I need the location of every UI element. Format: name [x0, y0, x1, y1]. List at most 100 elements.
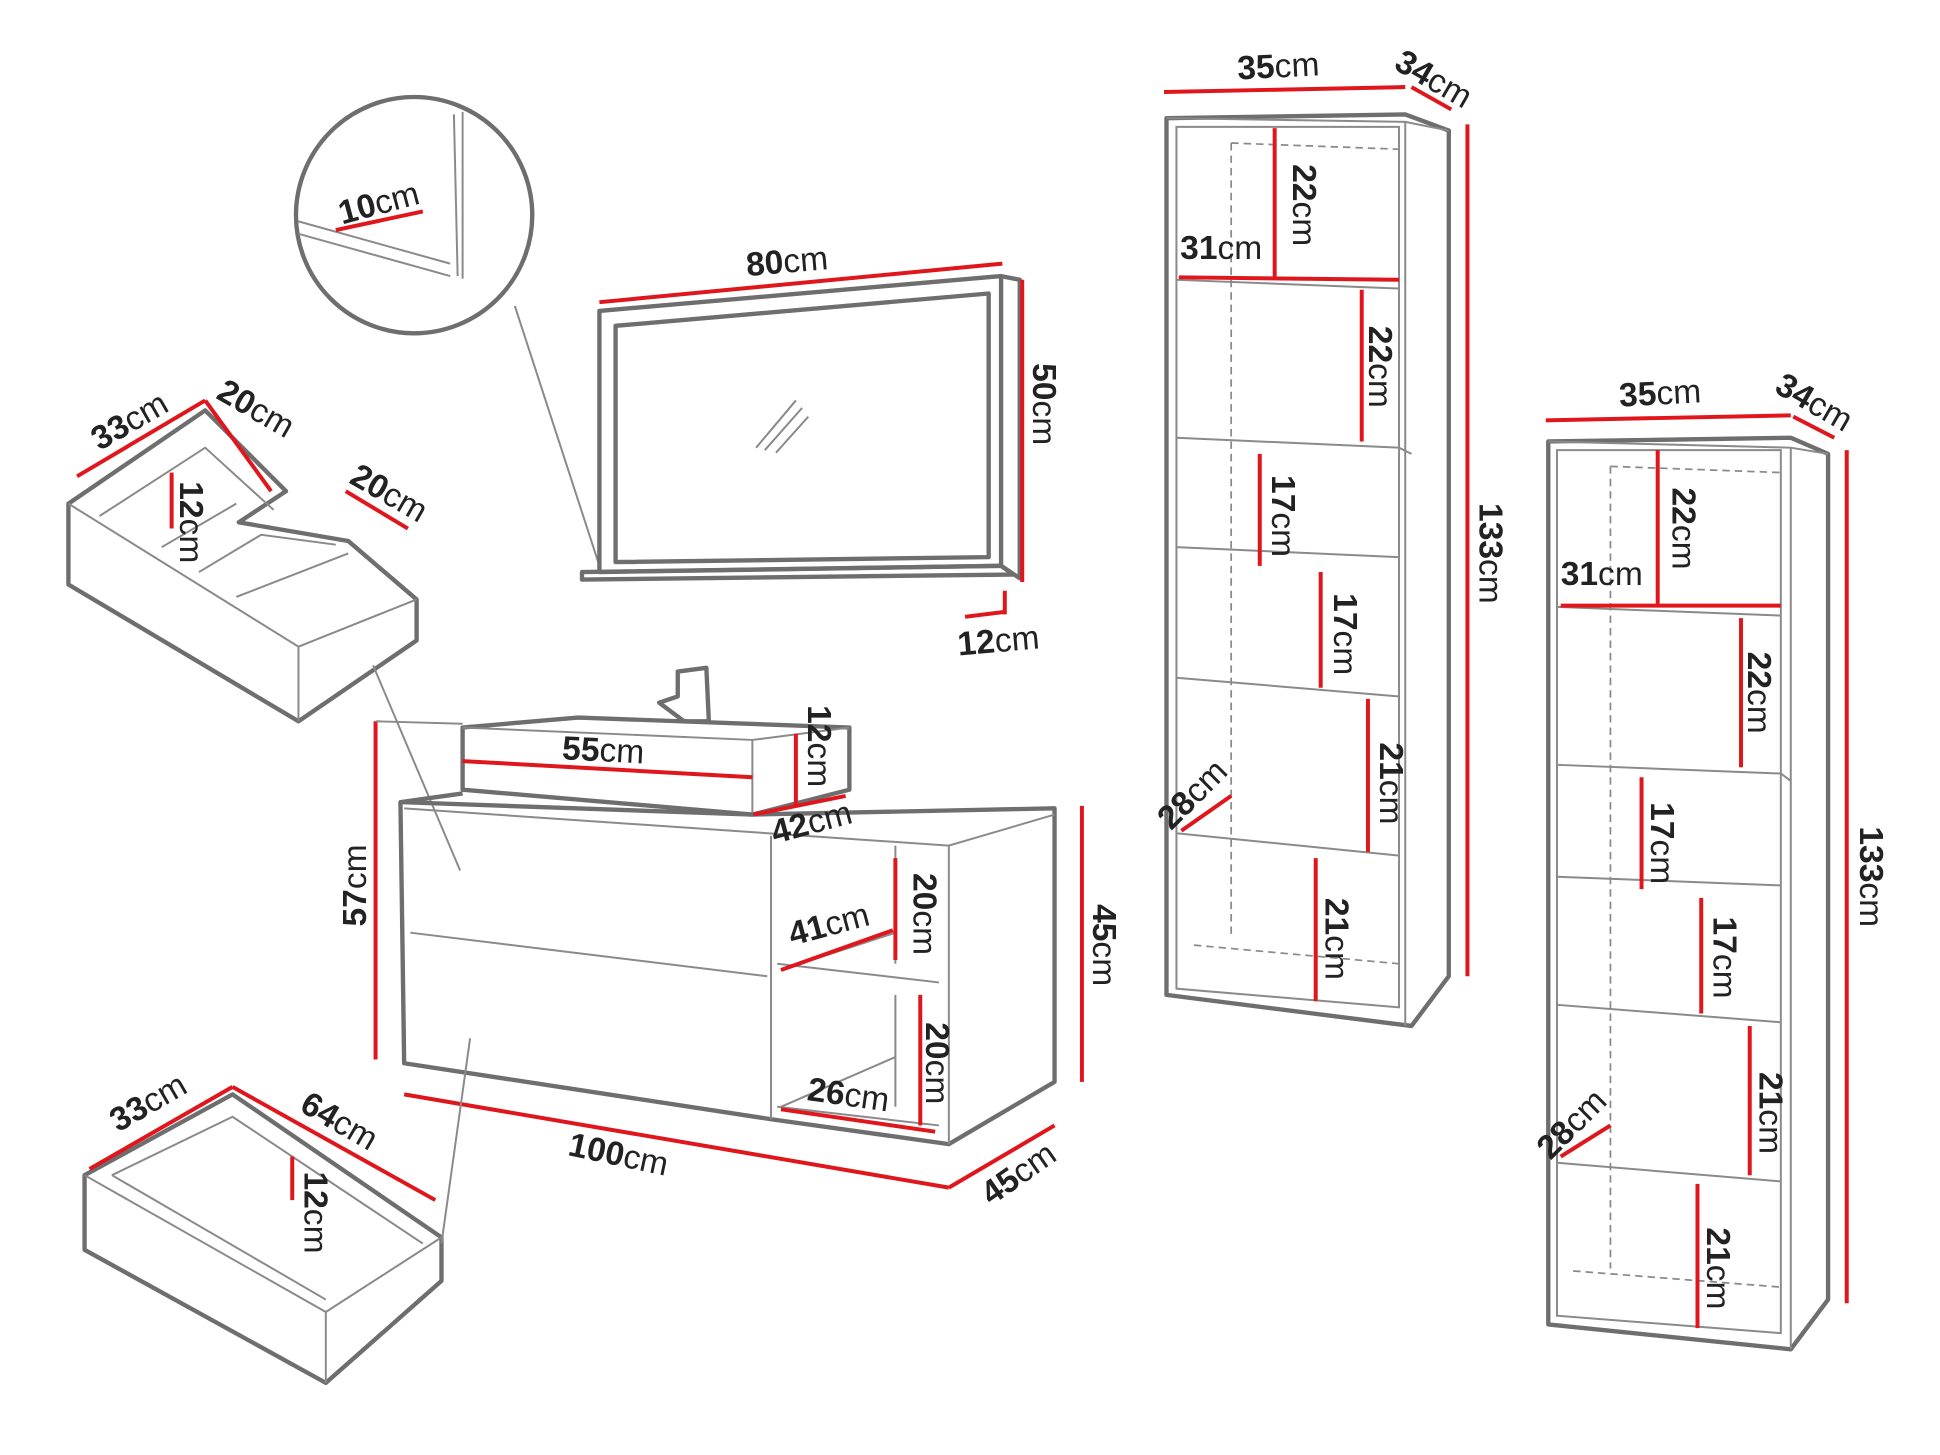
dimension-label-vanity-height: 57cm [337, 844, 374, 926]
dimension-label-vanity-compartment-width: 26cm [805, 1071, 891, 1119]
dimension-value: 20 [906, 873, 943, 910]
dimension-unit: cm [1643, 839, 1680, 884]
dimension-unit: cm [297, 1209, 334, 1254]
dimension-label-tall1-shelf-width: 31cm [1180, 230, 1262, 267]
dimension-unit: cm [599, 732, 646, 771]
dimension-value: 57 [337, 889, 374, 926]
dimension-unit: cm [821, 896, 874, 943]
large-drawer [82, 1038, 472, 1386]
dimension-unit: cm [918, 1060, 955, 1105]
dimension-value: 31 [1561, 556, 1598, 593]
dimension-unit: cm [842, 1076, 891, 1119]
dimension-label-tall1-height: 133cm [1472, 503, 1509, 604]
dimension-label-mirror-width: 80cm [745, 240, 830, 284]
dimension-value: 22 [1361, 326, 1398, 363]
vanity-unit [373, 665, 1084, 1190]
dimension-unit: cm [1317, 935, 1354, 980]
dimension-label-tall1-depth: 34cm [1389, 43, 1479, 116]
dimension-value: 17 [1643, 802, 1680, 839]
dimension-unit: cm [1218, 230, 1263, 267]
dimension-label-vanity-width: 100cm [565, 1126, 671, 1183]
dimension-label-sink-depth: 42cm [767, 794, 856, 851]
dimension-label-tall1-width: 35cm [1236, 46, 1320, 87]
dimension-value: 21 [1317, 898, 1354, 935]
tall-cabinet-left [1163, 85, 1470, 1029]
dimension-label-tall2-shelf4: 17cm [1705, 917, 1742, 999]
dimension-label-bottom-drawer-depth: 33cm [104, 1066, 194, 1139]
dimension-value: 100 [565, 1126, 627, 1174]
mirror [579, 261, 1025, 619]
dimension-value: 26 [805, 1071, 847, 1113]
dimension-unit: cm [1361, 363, 1398, 408]
dimension-label-tall2-shelf3: 17cm [1643, 802, 1680, 884]
dimension-label-tall2-shelf2: 22cm [1740, 652, 1777, 734]
dimension-unit: cm [1664, 525, 1701, 570]
dimension-value: 17 [1705, 917, 1742, 954]
dimension-value: 133 [1852, 826, 1889, 882]
dimension-label-tall2-width: 35cm [1618, 373, 1702, 414]
dimension-label-tall2-inner-depth: 28cm [1530, 1082, 1614, 1166]
dimension-label-tall2-shelf5: 21cm [1752, 1072, 1789, 1154]
dimension-value: 35 [1618, 376, 1657, 415]
dimension-label-sink-height: 12cm [800, 705, 837, 787]
dimension-label-mirror-shelf: 12cm [956, 619, 1041, 663]
dimension-unit: cm [1025, 400, 1062, 445]
dimension-value: 22 [1740, 652, 1777, 689]
dimension-unit: cm [371, 175, 424, 222]
dimension-unit: cm [1326, 631, 1363, 676]
dimension-value: 45 [1085, 904, 1122, 941]
dimension-label-tall1-shelf6: 21cm [1317, 898, 1354, 980]
dimension-value: 21 [1699, 1227, 1736, 1264]
dimension-value: 55 [561, 730, 600, 769]
dimension-unit: cm [172, 519, 209, 564]
dimension-unit: cm [782, 240, 830, 281]
dimension-unit: cm [1699, 1265, 1736, 1310]
dimension-label-tall1-shelf5: 21cm [1372, 742, 1409, 824]
dimension-label-tall2-shelf-width: 31cm [1561, 556, 1643, 593]
dimension-unit: cm [1264, 512, 1301, 557]
dimension-label-tall2-height: 133cm [1852, 826, 1889, 927]
dimension-unit: cm [1372, 780, 1409, 825]
dimension-unit: cm [1705, 954, 1742, 999]
dimension-value: 21 [1372, 742, 1409, 779]
dimension-value: 20 [918, 1022, 955, 1059]
dimension-unit: cm [1085, 941, 1122, 986]
dimension-label-top-drawer-height: 12cm [172, 481, 209, 563]
dimension-label-tall2-shelf1: 22cm [1664, 487, 1701, 569]
dimension-label-mirror-shelf-depth: 10cm [334, 175, 423, 232]
dimension-unit: cm [800, 742, 837, 787]
dimension-value: 80 [745, 244, 785, 284]
dimension-label-vanity-body-height: 45cm [1085, 904, 1122, 986]
dimension-label-mirror-height: 50cm [1025, 363, 1062, 445]
dimension-unit: cm [337, 844, 374, 889]
dimension-value: 50 [1025, 363, 1062, 400]
dimension-label-bottom-drawer-height: 12cm [297, 1171, 334, 1253]
dimension-value: 31 [1180, 230, 1217, 267]
dimension-value: 22 [1285, 164, 1322, 201]
dimension-label-vanity-upper-compartment: 20cm [906, 873, 943, 955]
shelf-detail-callout [293, 94, 602, 570]
dimension-unit: cm [906, 910, 943, 955]
dimension-unit: cm [1285, 201, 1322, 246]
dimension-unit: cm [1852, 882, 1889, 927]
dimension-value: 12 [172, 481, 209, 518]
dimension-value: 12 [956, 623, 996, 663]
dimension-value: 17 [1264, 475, 1301, 512]
dimension-label-tall1-shelf2: 22cm [1361, 326, 1398, 408]
dimension-label-tall1-shelf4: 17cm [1326, 593, 1363, 675]
dimension-unit: cm [1740, 689, 1777, 734]
dimension-label-sink-width: 55cm [561, 730, 645, 771]
dimension-value: 12 [800, 705, 837, 742]
dimension-value: 22 [1664, 487, 1701, 524]
dimension-value: 21 [1752, 1072, 1789, 1109]
dimension-unit: cm [1752, 1109, 1789, 1154]
dimension-label-tall2-shelf6: 21cm [1699, 1227, 1736, 1309]
dimension-unit: cm [1472, 559, 1509, 604]
dimension-unit: cm [1598, 556, 1643, 593]
dimension-value: 17 [1326, 593, 1363, 630]
dimension-unit: cm [1655, 373, 1702, 412]
dimension-value: 133 [1472, 503, 1509, 559]
dimension-unit: cm [1274, 46, 1321, 85]
